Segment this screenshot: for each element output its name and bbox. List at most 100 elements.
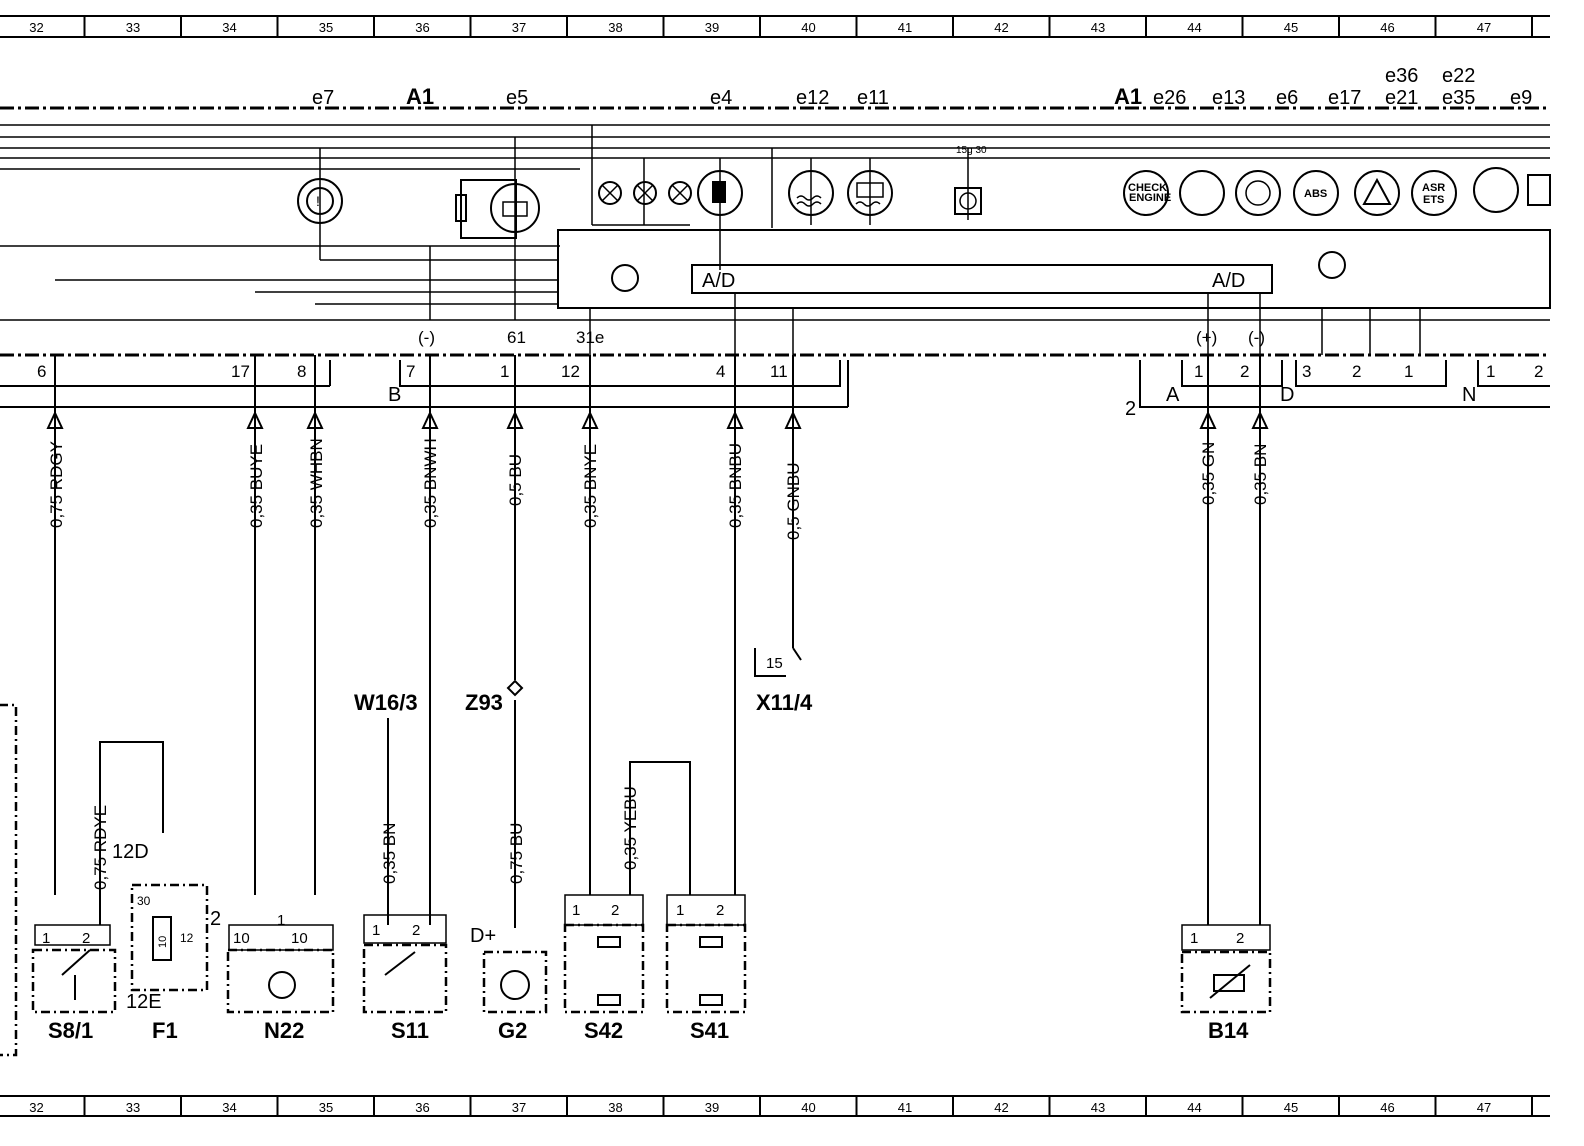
washer-fluid-icon bbox=[1179, 170, 1225, 216]
ruler-column-label: 32 bbox=[29, 20, 43, 35]
cluster-label-left: A1 bbox=[406, 84, 434, 109]
switch-contact-icon bbox=[597, 994, 621, 1006]
s42-pin-2: 2 bbox=[611, 902, 619, 919]
connector-d-label: D bbox=[1280, 384, 1294, 406]
ruler-column-label: 44 bbox=[1187, 1100, 1201, 1115]
connector-block: 6 17 8 7 1 12 4 11 (-) 61 31e B 1 2 (+) … bbox=[0, 328, 1550, 420]
connector-arrow-icon bbox=[506, 410, 524, 429]
pin-header bbox=[34, 924, 111, 946]
ruler-column-label: 45 bbox=[1284, 20, 1298, 35]
connector-arrow-icon bbox=[784, 410, 802, 429]
ruler-column-label: 45 bbox=[1284, 1100, 1298, 1115]
wire-label-bu-lower: 0,75 BU bbox=[507, 823, 526, 884]
s8-1-pin-1: 1 bbox=[42, 930, 50, 947]
indicator-label-e12: e12 bbox=[796, 87, 829, 109]
pin-n2: 2 bbox=[1534, 362, 1543, 381]
indicator-label-e17: e17 bbox=[1328, 87, 1361, 109]
switch-icon bbox=[61, 949, 91, 1000]
check-engine-icon bbox=[1123, 170, 1169, 216]
coolant-level-icon bbox=[847, 170, 893, 216]
transistor-icon bbox=[954, 187, 982, 215]
pin-header bbox=[564, 894, 644, 926]
x11-pin: 15 bbox=[766, 655, 783, 672]
component-s11-label: S11 bbox=[391, 1018, 429, 1043]
pin-tag-61: 61 bbox=[507, 328, 526, 347]
connector-arrow-icon bbox=[1251, 410, 1269, 429]
indicator-label-e11: e11 bbox=[857, 87, 889, 109]
svg-text:!: ! bbox=[316, 193, 320, 209]
pin-header bbox=[228, 924, 334, 951]
seatbelt-icon bbox=[1473, 167, 1519, 213]
ruler-column-label: 39 bbox=[705, 1100, 719, 1115]
hazard-icon bbox=[1354, 170, 1400, 216]
indicator-label-e5: e5 bbox=[506, 87, 528, 109]
ruler-column-label: 46 bbox=[1380, 1100, 1394, 1115]
pin-4: 4 bbox=[716, 362, 725, 381]
indicator-label-e7: e7 bbox=[312, 87, 334, 109]
s42-pin-1: 1 bbox=[572, 902, 580, 919]
connector-arrow-icon bbox=[46, 410, 64, 429]
ruler-column-label: 39 bbox=[705, 20, 719, 35]
fuse-f1: 12D 12E 30 12 10 2 bbox=[112, 841, 221, 1013]
ruler-column-label: 35 bbox=[319, 1100, 333, 1115]
pin-tag-plus: (+) bbox=[1196, 328, 1217, 347]
connector-arrow-icon bbox=[246, 410, 264, 429]
fuse-side-label: 2 bbox=[210, 908, 221, 930]
svg-text:CHECK: CHECK bbox=[1128, 182, 1167, 194]
fuse-rating: 10 bbox=[157, 936, 169, 948]
cluster-control-unit bbox=[557, 229, 1551, 309]
relay-coil-icon bbox=[699, 936, 723, 948]
indicator-label-e4: e4 bbox=[710, 87, 732, 109]
fuse-pin-30: 30 bbox=[137, 894, 151, 908]
ruler-column-label: 37 bbox=[512, 20, 526, 35]
s11-pin-1: 1 bbox=[372, 922, 380, 939]
wire-label-bn-lower: 0,35 BN bbox=[380, 823, 399, 884]
pin-tag-31e: 31e bbox=[576, 328, 604, 347]
connector-a-label: A bbox=[1166, 384, 1180, 406]
ad-label-right: A/D bbox=[1212, 270, 1245, 292]
pin-17: 17 bbox=[231, 362, 250, 381]
brake-warning-icon bbox=[297, 178, 343, 224]
pin-d1: 1 bbox=[1404, 362, 1413, 381]
thermistor-icon bbox=[1213, 974, 1245, 992]
svg-text:ABS: ABS bbox=[1304, 188, 1327, 200]
indicator-label-e36: e36 bbox=[1385, 65, 1418, 87]
component-housing bbox=[31, 948, 117, 1014]
pin-a2: 2 bbox=[1240, 362, 1249, 381]
indicator-label-e9: e9 bbox=[1510, 87, 1532, 109]
ruler-column-label: 42 bbox=[994, 20, 1008, 35]
ruler-column-label: 43 bbox=[1091, 1100, 1105, 1115]
pin-d3: 3 bbox=[1302, 362, 1311, 381]
fuse-pin-12: 12 bbox=[180, 931, 194, 945]
ref-x11-4: X11/4 bbox=[756, 690, 813, 715]
s41-pin-2: 2 bbox=[716, 902, 724, 919]
ruler-column-label: 46 bbox=[1380, 20, 1394, 35]
ruler-column-label: 36 bbox=[415, 1100, 429, 1115]
pin-a1: 1 bbox=[1194, 362, 1203, 381]
ruler-column-label: 33 bbox=[126, 20, 140, 35]
wire-label-buye: 0,35 BUYE bbox=[247, 444, 266, 528]
transistor-icon-left bbox=[611, 264, 639, 292]
ruler-column-label: 35 bbox=[319, 20, 333, 35]
ruler-column-label: 47 bbox=[1477, 20, 1491, 35]
alternator-icon bbox=[500, 970, 530, 1000]
ruler-column-label: 38 bbox=[608, 20, 622, 35]
indicator-label-e13: e13 bbox=[1212, 87, 1245, 109]
indicator-label-e35: e35 bbox=[1442, 87, 1475, 109]
indicator-label-e6: e6 bbox=[1276, 87, 1298, 109]
wire-label-whbn: 0,35 WHBN bbox=[307, 438, 326, 528]
component-s41-label: S41 bbox=[690, 1018, 729, 1043]
component-s42-label: S42 bbox=[584, 1018, 623, 1043]
pin-header bbox=[363, 914, 447, 944]
pin-tag-minus: (-) bbox=[418, 328, 435, 347]
svg-text:ASR: ASR bbox=[1422, 182, 1445, 194]
ruler-column-label: 43 bbox=[1091, 20, 1105, 35]
ruler-column-label: 37 bbox=[512, 1100, 526, 1115]
component-f1-label: F1 bbox=[152, 1018, 178, 1043]
relay-coil-icon bbox=[597, 936, 621, 948]
pin-tag-minus-a: (-) bbox=[1248, 328, 1265, 347]
indicator-label-e21: e21 bbox=[1385, 87, 1418, 109]
fuel-icon bbox=[697, 170, 743, 216]
ruler-column-label: 34 bbox=[222, 1100, 236, 1115]
